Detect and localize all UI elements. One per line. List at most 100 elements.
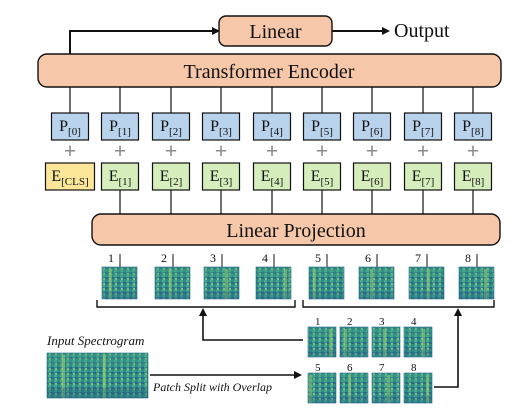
position-embedding-label: P[2]	[160, 118, 182, 138]
patch-embedding-label: E[2]	[160, 168, 183, 188]
patch-spectrogram-image	[255, 266, 292, 300]
split-patch-image	[371, 326, 401, 358]
patch-spectrogram-image	[458, 266, 495, 300]
patch-number: 4	[262, 251, 268, 265]
position-embedding-label: P[3]	[210, 118, 232, 138]
split-patch-number: 5	[315, 362, 321, 374]
split-patch-4: 4	[403, 316, 433, 358]
patch-number: 6	[365, 251, 371, 265]
split-top-to-bracket-arrow	[199, 308, 303, 341]
patch-embedding-box	[302, 162, 342, 191]
cls-token-box	[44, 162, 96, 191]
position-embedding-box	[403, 112, 443, 141]
token-column-8: P[8]+E[8]	[453, 87, 493, 214]
token-column-7: P[7]+ E[7]	[403, 87, 443, 214]
position-embedding-box	[201, 112, 241, 141]
position-embedding-box	[50, 112, 90, 141]
split-patch-number: 2	[347, 316, 353, 328]
split-patch-6: 6	[339, 362, 369, 404]
output-label: Output	[394, 20, 450, 42]
input-spectrogram-label: Input Spectrogram	[46, 333, 144, 348]
patch-number: 3	[210, 251, 216, 265]
linear-head-label: Linear	[249, 21, 302, 43]
plus-sign: +	[366, 138, 379, 163]
patch-spectrogram-image	[154, 266, 191, 300]
split-patch-1: 1	[307, 316, 337, 358]
plus-sign: +	[417, 138, 430, 163]
patch-embedding-box	[100, 162, 140, 191]
patch-spectrogram-image	[358, 266, 395, 300]
split-patch-7: 7	[371, 362, 401, 404]
position-embedding-label: P[7]	[412, 118, 434, 138]
patch-embedding-label: E[6]	[361, 168, 384, 188]
patch-row: 1 2 3 4 5 6 7 8	[101, 251, 495, 300]
position-embedding-label: P[8]	[462, 118, 484, 138]
patch-embedding-label: E[4]	[261, 168, 284, 188]
position-embedding-box	[100, 112, 140, 141]
patch-8: 8	[458, 251, 495, 300]
patch-embedding-label: E[7]	[412, 168, 435, 188]
patch-embedding-label: E[8]	[462, 168, 485, 188]
split-patch-image	[371, 372, 401, 404]
split-patch-image	[403, 326, 433, 358]
token-column-4: P[4]+ E[4]	[252, 87, 292, 214]
patch-embedding-box	[352, 162, 392, 191]
position-embedding-label: P[4]	[261, 118, 283, 138]
linear-projection-box	[91, 213, 501, 246]
patch-embedding-box	[252, 162, 292, 191]
patch-number: 5	[315, 251, 321, 265]
input-spectrogram-image	[46, 352, 149, 399]
split-patch-2: 2	[339, 316, 369, 358]
patch-6: 6	[358, 251, 395, 300]
patch-embedding-label: E[1]	[109, 168, 132, 188]
position-embedding-label: P[1]	[109, 118, 131, 138]
position-embedding-label: P[0]	[59, 118, 81, 138]
position-embedding-box	[302, 112, 342, 141]
position-embedding-box	[151, 112, 191, 141]
split-patch-image	[307, 326, 337, 358]
transformer-encoder-label: Transformer Encoder	[184, 61, 355, 83]
token-columns: P[0]+E[CLS]P[1]+E[1]P[2]+E[2]P[3]+E[3]P[…	[44, 87, 493, 214]
patch-7: 7	[408, 251, 445, 300]
patch-embedding-box	[403, 162, 443, 191]
patch-embedding-label: E[3]	[210, 168, 233, 188]
patch-embedding-label: E[5]	[311, 168, 334, 188]
patch-spectrogram-image	[408, 266, 445, 300]
patch-4: 4	[255, 251, 292, 300]
split-patch-number: 1	[315, 316, 321, 328]
patch-spectrogram-image	[101, 266, 138, 300]
split-patch-image	[307, 372, 337, 404]
split-bottom-to-bracket-arrow	[434, 308, 462, 388]
patch-number: 1	[108, 251, 114, 265]
position-embedding-label: P[6]	[361, 118, 383, 138]
patch-number: 7	[415, 251, 421, 265]
linear-projection-label: Linear Projection	[226, 220, 365, 242]
plus-sign: +	[114, 138, 127, 163]
plus-sign: +	[266, 138, 279, 163]
plus-sign: +	[215, 138, 228, 163]
split-patch-number: 3	[379, 316, 385, 328]
split-patch-3: 3	[371, 316, 401, 358]
position-embedding-box	[453, 112, 493, 141]
patch-1: 1	[101, 251, 138, 300]
position-embedding-box	[252, 112, 292, 141]
split-patch-image	[339, 326, 369, 358]
plus-sign: +	[64, 138, 77, 163]
token-column-0: P[0]+E[CLS]	[44, 87, 96, 191]
patch-spectrogram-image	[203, 266, 240, 300]
patch-spectrogram-image	[308, 266, 345, 300]
position-embedding-box	[352, 112, 392, 141]
token-column-6: P[6]+ E[6]	[352, 87, 392, 214]
split-patch-5: 5	[307, 362, 337, 404]
patch-group-bracket-right	[302, 300, 495, 308]
patch-number: 2	[161, 251, 167, 265]
position-embedding-label: P[5]	[311, 118, 333, 138]
patch-split-label: Patch Split with Overlap	[152, 380, 272, 394]
transformer-encoder-box	[37, 53, 502, 88]
patch-embedding-box	[453, 162, 493, 191]
split-patch-number: 8	[411, 362, 417, 374]
split-patch-number: 6	[347, 362, 353, 374]
patch-5: 5	[308, 251, 345, 300]
plus-sign: +	[165, 138, 178, 163]
